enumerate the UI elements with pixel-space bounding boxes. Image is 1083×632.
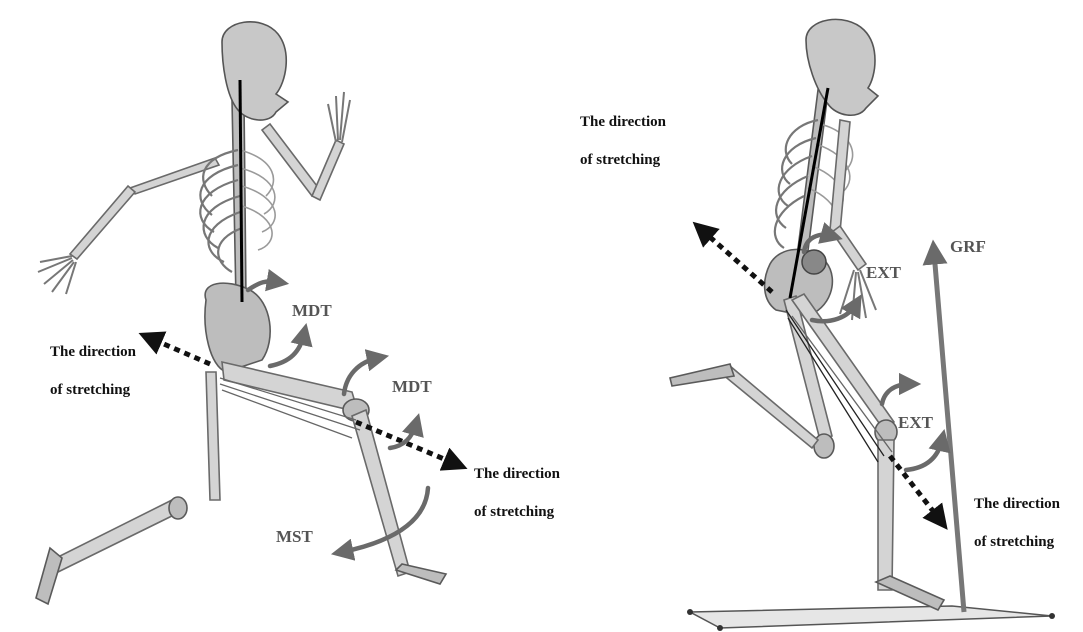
left-back-foot (36, 548, 62, 604)
right-stretch-label-2-line2: of stretching (974, 534, 1055, 550)
left-stretch-arrow-hip (150, 338, 210, 364)
right-stretch-label-1-line1: The direction (580, 114, 667, 130)
left-hand (38, 256, 76, 294)
grf-arrow (934, 252, 964, 612)
left-torque-arc-hip-upper (248, 281, 278, 290)
right-swing-foot (670, 364, 734, 386)
ground-plate (690, 606, 1052, 628)
left-stretch-label-1-line2: of stretching (50, 382, 131, 398)
right-stretch-label-1-line2: of stretching (580, 152, 661, 168)
right-upper-arm-r (830, 120, 850, 232)
left-torque-label-mdt-hip: MDT (292, 301, 332, 320)
left-back-ankle (169, 497, 187, 519)
left-torque-arc-knee-top (344, 358, 378, 394)
right-stretch-label-2-line1: The direction (974, 496, 1061, 512)
right-stance-shank (878, 440, 894, 590)
left-stretch-label-2-line1: The direction (474, 466, 561, 482)
right-stance-foot (876, 576, 944, 610)
left-front-shank (352, 410, 410, 576)
right-torque-label-ext-knee: EXT (898, 413, 934, 432)
right-hand (328, 92, 350, 142)
left-stretch-label-1-line1: The direction (50, 344, 137, 360)
right-hip-joint (802, 250, 826, 274)
right-forearm-r (832, 226, 866, 270)
left-back-shank (52, 500, 180, 572)
right-swing-knee (814, 434, 834, 458)
right-torque-label-ext-hip: EXT (866, 263, 902, 282)
right-stretch-arrow-hip (702, 230, 772, 292)
left-front-thigh (222, 362, 358, 412)
left-back-thigh (206, 372, 220, 500)
left-pelvis (205, 283, 270, 372)
right-forearm (312, 140, 344, 200)
left-skeleton (36, 22, 446, 604)
grf-label: GRF (950, 237, 986, 256)
right-torque-arc-knee (906, 440, 942, 470)
left-torque-label-mdt-knee: MDT (392, 377, 432, 396)
left-torque-arc-hip (270, 334, 304, 366)
left-trunk-line (240, 80, 242, 302)
left-torque-label-mst: MST (276, 527, 314, 546)
left-stretch-label-2-line2: of stretching (474, 504, 555, 520)
right-stretch-arrow-knee (890, 456, 940, 520)
left-forearm (70, 186, 135, 259)
right-torque-arc-knee-top (882, 384, 910, 404)
